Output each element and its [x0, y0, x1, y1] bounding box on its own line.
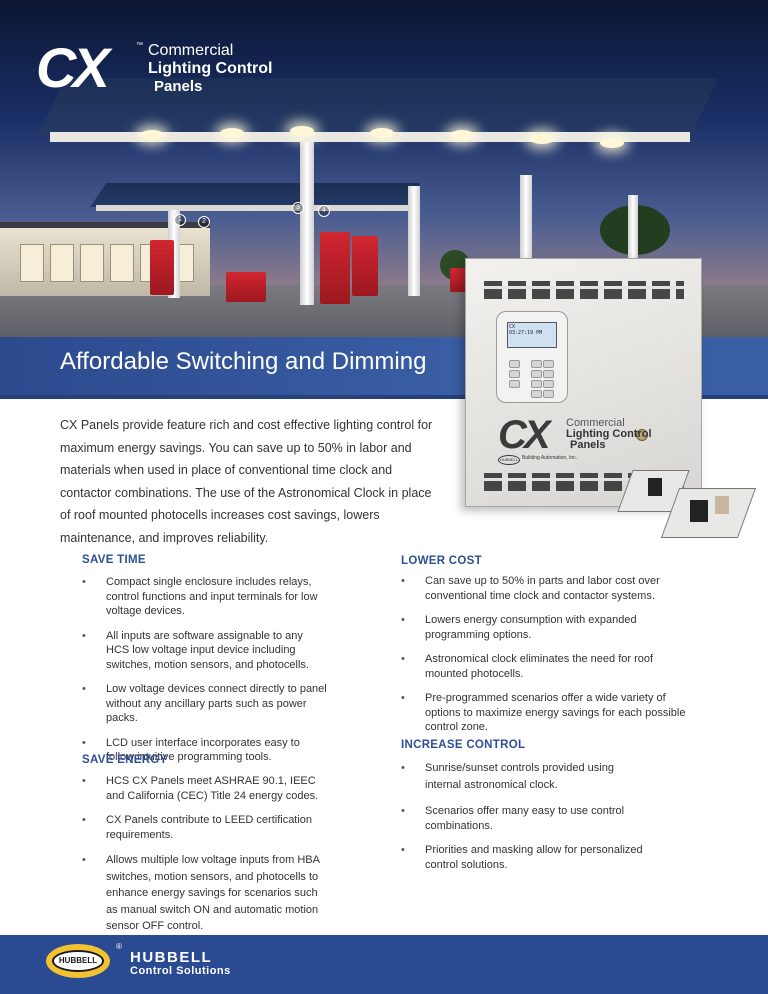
callout-3: 3: [292, 202, 304, 214]
vents-top: [484, 281, 684, 299]
increase-control-heading: INCREASE CONTROL: [401, 739, 526, 751]
main-canopy: [38, 78, 718, 136]
list-item: •Compact single enclosure includes relay…: [82, 576, 318, 617]
fuel-pump: [150, 240, 174, 295]
intro-paragraph: CX Panels provide feature rich and cost …: [60, 418, 433, 545]
cx-logo: CX ™ Commercial Lighting Control Panels: [36, 40, 276, 104]
list-item: •HCS CX Panels meet ASHRAE 90.1, IEEC an…: [82, 775, 319, 802]
logo-line-2: Lighting Control: [148, 60, 273, 77]
list-item: •Scenarios offer many easy to use contro…: [401, 805, 625, 832]
logo-line-3: Panels: [154, 78, 203, 95]
fuel-pump: [320, 232, 350, 304]
registered-mark: ®: [116, 942, 122, 951]
save-time-list: •Compact single enclosure includes relay…: [82, 575, 327, 775]
lock-icon: [636, 429, 648, 441]
footer-band: [0, 935, 768, 994]
logo-line-1: Commercial: [148, 42, 234, 59]
lcd-keypad: CX 03:27:19 PM: [496, 311, 568, 403]
footer-brand: HUBBELL: [130, 949, 213, 966]
hubbell-badge-label: HUBBELL: [52, 950, 104, 972]
list-item: •Sunrise/sunset controls provided using …: [401, 762, 614, 791]
panel-logo: CX Commercial Lighting Control Panels HU…: [498, 415, 658, 465]
list-item: •LCD user interface incorporates easy to…: [82, 736, 300, 764]
save-energy-list: •HCS CX Panels meet ASHRAE 90.1, IEEC an…: [82, 774, 327, 945]
list-item: •Can save up to 50% in parts and labor c…: [401, 575, 660, 602]
list-item: •CX Panels contribute to LEED certificat…: [82, 814, 313, 841]
list-item: •Allows multiple low voltage inputs from…: [82, 854, 320, 932]
save-time-heading: SAVE TIME: [82, 554, 146, 566]
lcd-screen: CX 03:27:19 PM: [507, 322, 557, 348]
relay-board: [660, 488, 757, 538]
callout-1: 1: [174, 214, 186, 226]
rear-canopy: [90, 183, 420, 207]
list-item: •Pre-programmed scenarios offer a wide v…: [401, 692, 686, 733]
callout-2: 2: [198, 216, 210, 228]
fuel-pump: [226, 272, 266, 302]
cx-panel-product: CX 03:27:19 PM CX Commercial Lighting Co…: [465, 258, 702, 507]
trademark: ™: [136, 42, 143, 49]
save-energy-heading: SAVE ENERGY: [82, 754, 168, 766]
page-title: Affordable Switching and Dimming: [60, 348, 427, 375]
fuel-pump: [352, 236, 378, 296]
lower-cost-list: •Can save up to 50% in parts and labor c…: [401, 574, 693, 745]
callout-4: 4: [318, 205, 330, 217]
list-item: •Lowers energy consumption with expanded…: [401, 614, 637, 641]
footer-subbrand: Control Solutions: [130, 965, 231, 977]
cx-mark: CX: [36, 36, 110, 99]
increase-control-list: •Sunrise/sunset controls provided using …: [401, 760, 651, 882]
lower-cost-heading: LOWER COST: [401, 555, 482, 567]
list-item: •Low voltage devices connect directly to…: [82, 683, 327, 724]
list-item: •Astronomical clock eliminates the need …: [401, 653, 654, 680]
list-item: •All inputs are software assignable to a…: [82, 629, 309, 671]
list-item: •Priorities and masking allow for person…: [401, 844, 643, 871]
